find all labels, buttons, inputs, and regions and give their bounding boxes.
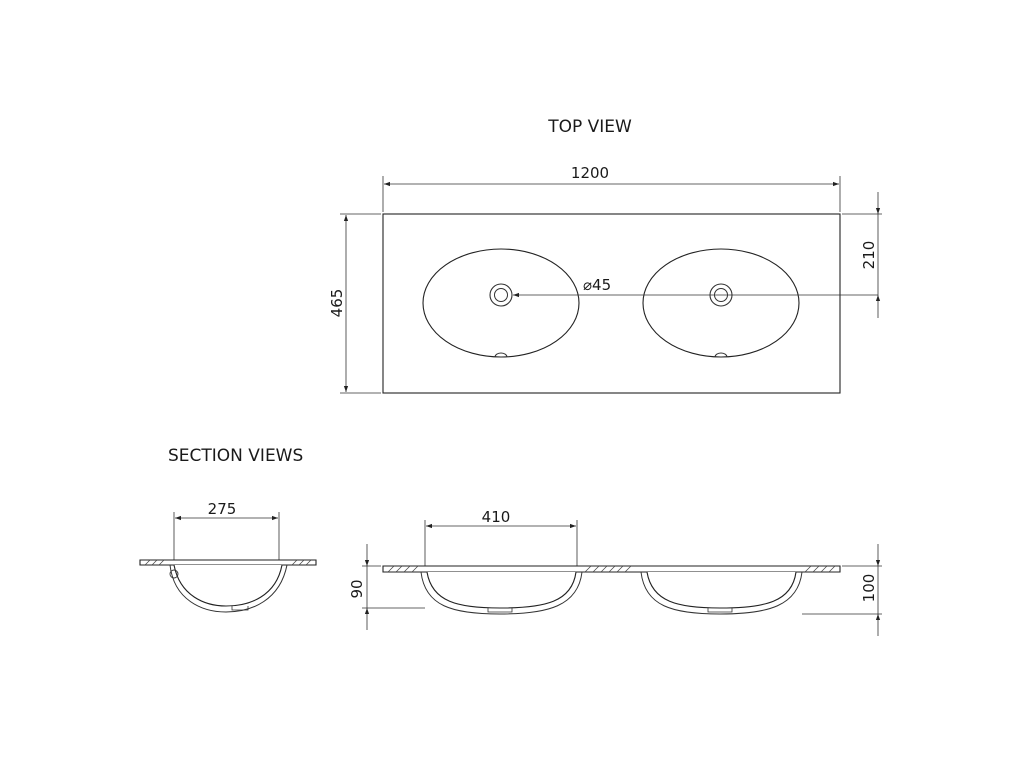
dimension-410-label: 410 [482, 508, 511, 526]
right-basin-top [642, 248, 800, 358]
long-section-view: 410 90 [348, 508, 882, 636]
dimension-210-label: 210 [860, 241, 878, 270]
dimension-bowl-offset: 210 [842, 192, 882, 318]
section-views-heading: SECTION VIEWS [168, 446, 303, 466]
dimension-45-label: ⌀45 [583, 276, 611, 294]
dimension-465-label: 465 [328, 289, 346, 318]
side-section-view: 275 [139, 500, 317, 613]
dimension-100-label: 100 [860, 574, 878, 603]
dimension-275-label: 275 [208, 500, 237, 518]
dimension-overall-width: 1200 [382, 164, 841, 212]
dimension-1200-label: 1200 [571, 164, 609, 182]
left-basin-top [422, 248, 580, 358]
dimension-overall-depth: 465 [328, 213, 381, 394]
top-view-heading: TOP VIEW [547, 117, 632, 137]
dimension-90-label: 90 [348, 579, 366, 598]
waste-diameter-callout: ⌀45 [513, 276, 878, 298]
